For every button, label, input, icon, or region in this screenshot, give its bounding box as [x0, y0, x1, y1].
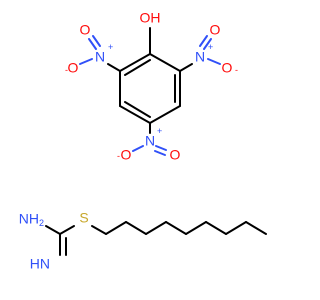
thioether-linkage: S — [79, 210, 107, 235]
o-charge: - — [235, 65, 238, 75]
ring-bond — [149, 53, 181, 72]
nitro-o-single-label: O — [68, 60, 79, 76]
amine-label: NH — [19, 211, 39, 227]
chemical-structure-diagram: OH N + O O - N + O O - — [19, 10, 267, 272]
nitro-n-label: N — [195, 49, 205, 65]
ring-bond — [119, 53, 151, 72]
imine-label: HN — [30, 256, 50, 272]
ring-double-bond — [124, 101, 151, 118]
chain-bond — [145, 221, 167, 235]
o-charge: - — [65, 65, 68, 75]
ring-bond — [149, 105, 181, 124]
n-o-single-bond — [207, 58, 221, 65]
chain-bond — [105, 221, 127, 235]
c-n-single-bond — [45, 225, 61, 235]
chain-bond — [205, 221, 227, 235]
ring-bond — [119, 105, 151, 124]
n-charge: + — [208, 42, 213, 52]
n-charge: + — [108, 42, 113, 52]
n-o-double-bond — [92, 35, 101, 47]
c-n-bond — [107, 63, 121, 72]
hydroxyl-label: OH — [140, 10, 161, 26]
chain-bond — [125, 221, 147, 235]
sulfur-label: S — [79, 210, 88, 226]
nitro-n-label: N — [95, 49, 105, 65]
c-s-bond — [59, 225, 75, 235]
n-o-double-bond — [154, 150, 166, 156]
amine-h-subscript: 2 — [39, 218, 44, 228]
n-o-single-bond — [79, 58, 93, 65]
chain-bond — [245, 221, 267, 235]
ring-double-bond — [124, 59, 151, 76]
n-o-double-bond — [203, 38, 212, 50]
picric-acid-molecule: OH N + O O - N + O O - — [65, 10, 238, 163]
nitro-group-right: N + O O - — [179, 22, 238, 76]
nitro-o-single-label: O — [222, 60, 233, 76]
chain-bond — [165, 221, 187, 235]
c-n-bond — [179, 63, 193, 72]
heptyl-chain — [105, 221, 267, 235]
nitro-group-left: N + O O - — [65, 22, 121, 76]
s-c-bond — [91, 225, 107, 235]
n-o-single-bond — [132, 145, 144, 152]
nitro-o-double-label: O — [210, 22, 221, 38]
chain-bond — [185, 221, 207, 235]
nitro-o-single-label: O — [121, 147, 132, 163]
n-charge: + — [157, 126, 162, 136]
n-o-double-bond — [199, 35, 208, 47]
nitro-n-label: N — [145, 133, 155, 149]
nitro-group-bottom: N + O O - — [117, 122, 181, 163]
benzene-ring — [119, 53, 181, 124]
heptyl-isothiourea-molecule: NH 2 HN S — [19, 210, 267, 272]
chain-bond — [225, 221, 247, 235]
nitro-o-double-label: O — [170, 147, 181, 163]
n-o-double-bond — [88, 38, 97, 50]
amidine-group: NH 2 HN — [19, 211, 75, 272]
o-charge: - — [117, 151, 120, 161]
nitro-o-double-label: O — [80, 22, 91, 38]
hydroxyl-group: OH — [140, 10, 161, 55]
n-o-double-bond — [155, 145, 167, 151]
